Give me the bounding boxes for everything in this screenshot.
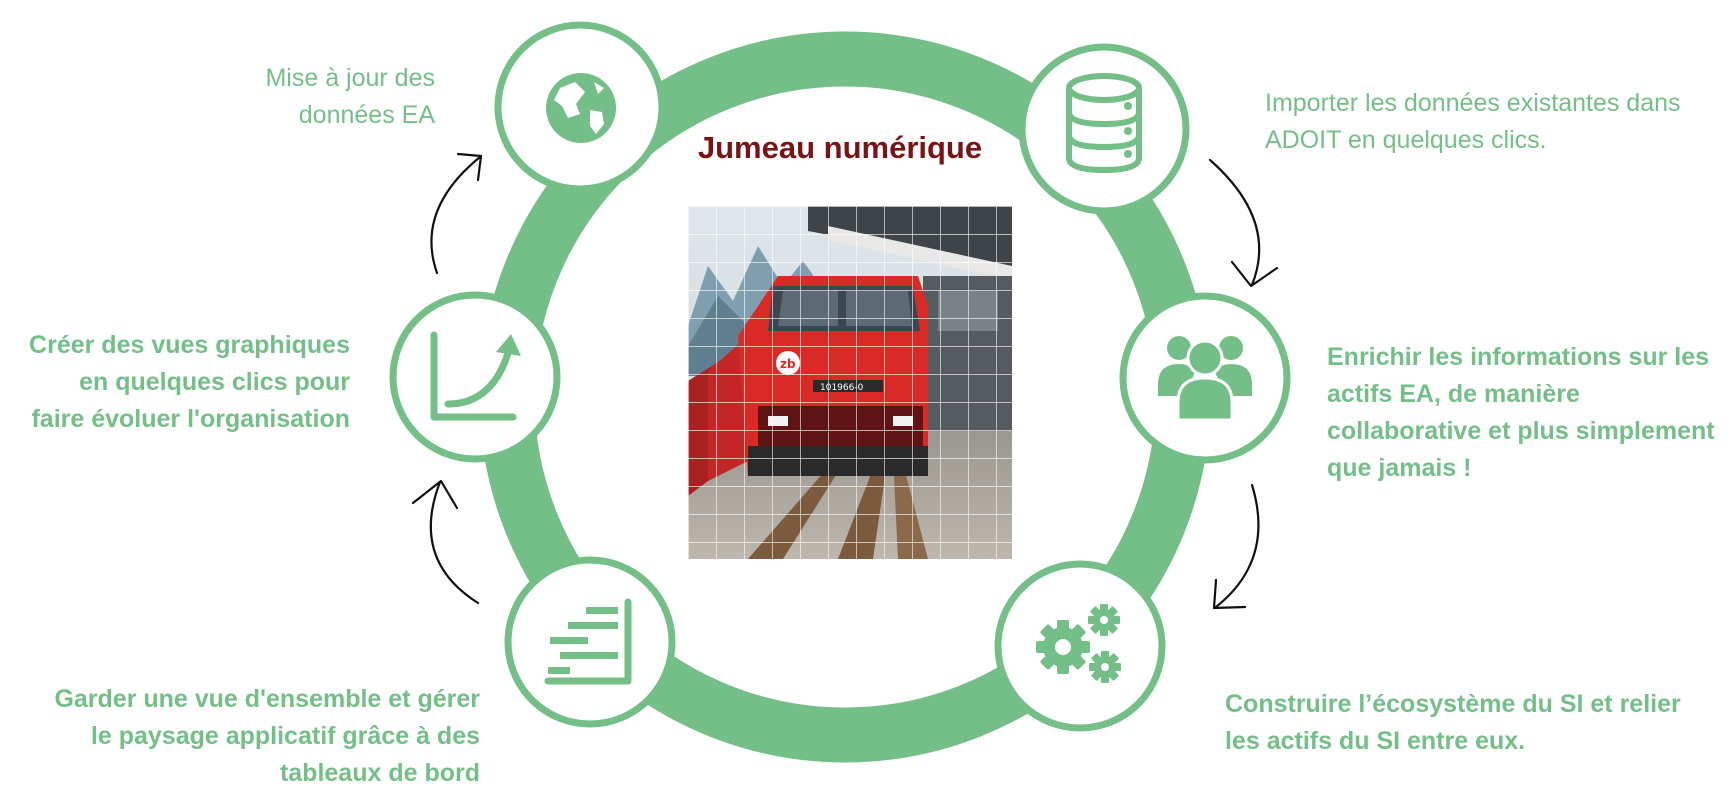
arrow-enrich-to-build xyxy=(1212,483,1260,610)
node-graphics xyxy=(389,291,561,463)
growth-chart-icon xyxy=(430,331,521,421)
node-update xyxy=(494,21,666,193)
node-import xyxy=(1018,43,1190,215)
step-overview-text: Garder une vue d'ensemble et gérer le pa… xyxy=(54,685,480,787)
arrow-overview-to-graphics xyxy=(411,479,480,605)
gears-icon xyxy=(1036,604,1121,683)
diagram-title: Jumeau numérique xyxy=(697,130,983,165)
database-icon xyxy=(1066,73,1142,174)
node-enrich xyxy=(1119,292,1291,464)
step-build-text: Construire l’écosystème du SI et relier … xyxy=(1225,690,1681,755)
step-import-text: Importer les données existantes dans ADO… xyxy=(1265,89,1681,154)
step-update-text: Mise à jour des données EA xyxy=(265,64,435,129)
node-overview xyxy=(504,556,676,728)
globe-icon xyxy=(546,73,616,143)
train-photo: zb 101966-0 xyxy=(688,206,1012,559)
step-graphics-text: Créer des vues graphiques en quelques cl… xyxy=(29,331,350,433)
stairs-chart-icon xyxy=(544,598,632,685)
step-enrich-text: Enrichir les informations sur les actifs… xyxy=(1327,343,1715,482)
users-icon xyxy=(1158,336,1252,422)
node-build xyxy=(994,560,1166,732)
arrow-import-to-enrich xyxy=(1208,158,1279,288)
arrow-graphics-to-update xyxy=(430,152,483,275)
